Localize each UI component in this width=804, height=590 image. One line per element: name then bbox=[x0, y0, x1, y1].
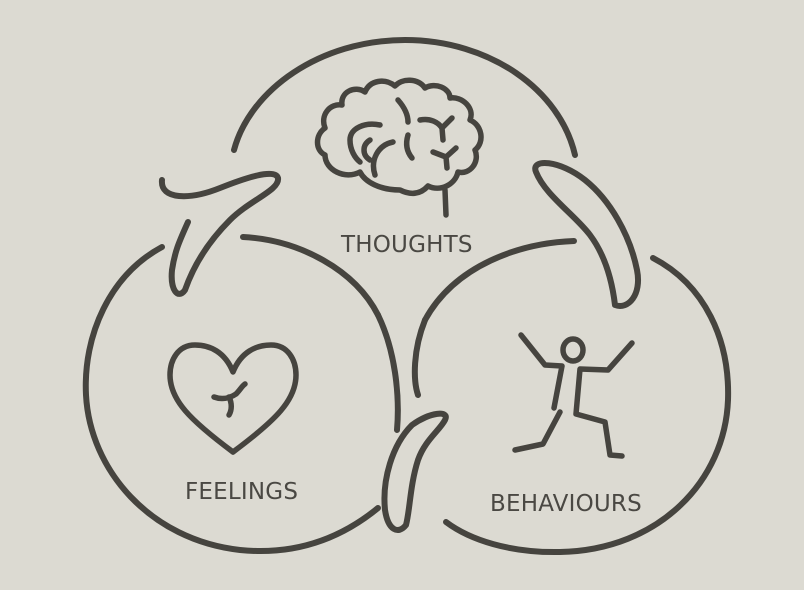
arrow-thoughts-to-behaviours bbox=[532, 159, 642, 309]
brain-icon bbox=[314, 77, 484, 218]
thoughts-label: THOUGHTS bbox=[341, 232, 473, 258]
arrow-feelings-to-thoughts bbox=[158, 170, 281, 297]
thoughts-circle-lower-arc-left bbox=[240, 234, 381, 318]
stick-figure-icon bbox=[512, 332, 635, 459]
thoughts-circle-lower-arc-right bbox=[422, 238, 577, 323]
behaviours-circle-inner-arc bbox=[411, 317, 428, 398]
behaviours-label: BEHAVIOURS bbox=[490, 491, 642, 517]
behaviours-circle-arc bbox=[443, 255, 732, 556]
feelings-circle-inner-arc bbox=[375, 312, 401, 433]
heart-icon bbox=[167, 342, 299, 455]
arrow-behaviours-to-feelings bbox=[381, 410, 449, 533]
feelings-label: FEELINGS bbox=[185, 479, 299, 505]
feelings-circle-arc bbox=[82, 244, 381, 554]
thoughts-circle-arc bbox=[231, 37, 578, 158]
